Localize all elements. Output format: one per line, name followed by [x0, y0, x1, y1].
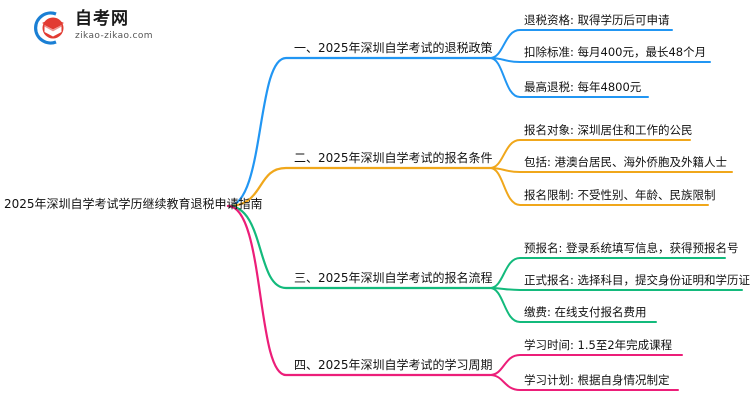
branch-node-3[interactable]: 三、2025年深圳自学考试的报名流程 [294, 271, 493, 285]
leaf-node-1-1[interactable]: 退税资格: 取得学历后可申请 [524, 13, 670, 27]
leaf-node-1-2[interactable]: 扣除标准: 每月400元，最长48个月 [524, 45, 707, 59]
leaf-node-3-2[interactable]: 正式报名: 选择科目，提交身份证明和学历证明 [524, 273, 750, 287]
leaf-node-2-3[interactable]: 报名限制: 不受性别、年龄、民族限制 [524, 188, 716, 202]
leaf-node-2-2[interactable]: 包括: 港澳台居民、海外侨胞及外籍人士 [524, 155, 728, 169]
site-logo: 自考网 zikao-zikao.com [30, 8, 180, 48]
leaf-node-3-1[interactable]: 预报名: 登录系统填写信息，获得预报名号 [524, 241, 739, 255]
branch-node-1[interactable]: 一、2025年深圳自学考试的退税政策 [294, 41, 493, 55]
logo-text-block: 自考网 zikao-zikao.com [75, 10, 153, 42]
leaf-node-4-1[interactable]: 学习时间: 1.5至2年完成课程 [524, 338, 673, 352]
logo-name-cn: 自考网 [75, 9, 129, 29]
logo-name-en: zikao-zikao.com [75, 31, 153, 41]
branch-node-4[interactable]: 四、2025年深圳自学考试的学习周期 [294, 358, 493, 372]
graduation-cap-logo-icon [34, 11, 64, 45]
leaf-node-2-1[interactable]: 报名对象: 深圳居住和工作的公民 [524, 123, 693, 137]
leaf-node-4-2[interactable]: 学习计划: 根据自身情况制定 [524, 373, 670, 387]
root-node: 2025年深圳自学考试学历继续教育退税申请指南 [4, 197, 263, 211]
branch-node-2[interactable]: 二、2025年深圳自学考试的报名条件 [294, 151, 493, 165]
leaf-node-3-3[interactable]: 缴费: 在线支付报名费用 [524, 305, 647, 319]
leaf-node-1-3[interactable]: 最高退税: 每年4800元 [524, 80, 642, 94]
